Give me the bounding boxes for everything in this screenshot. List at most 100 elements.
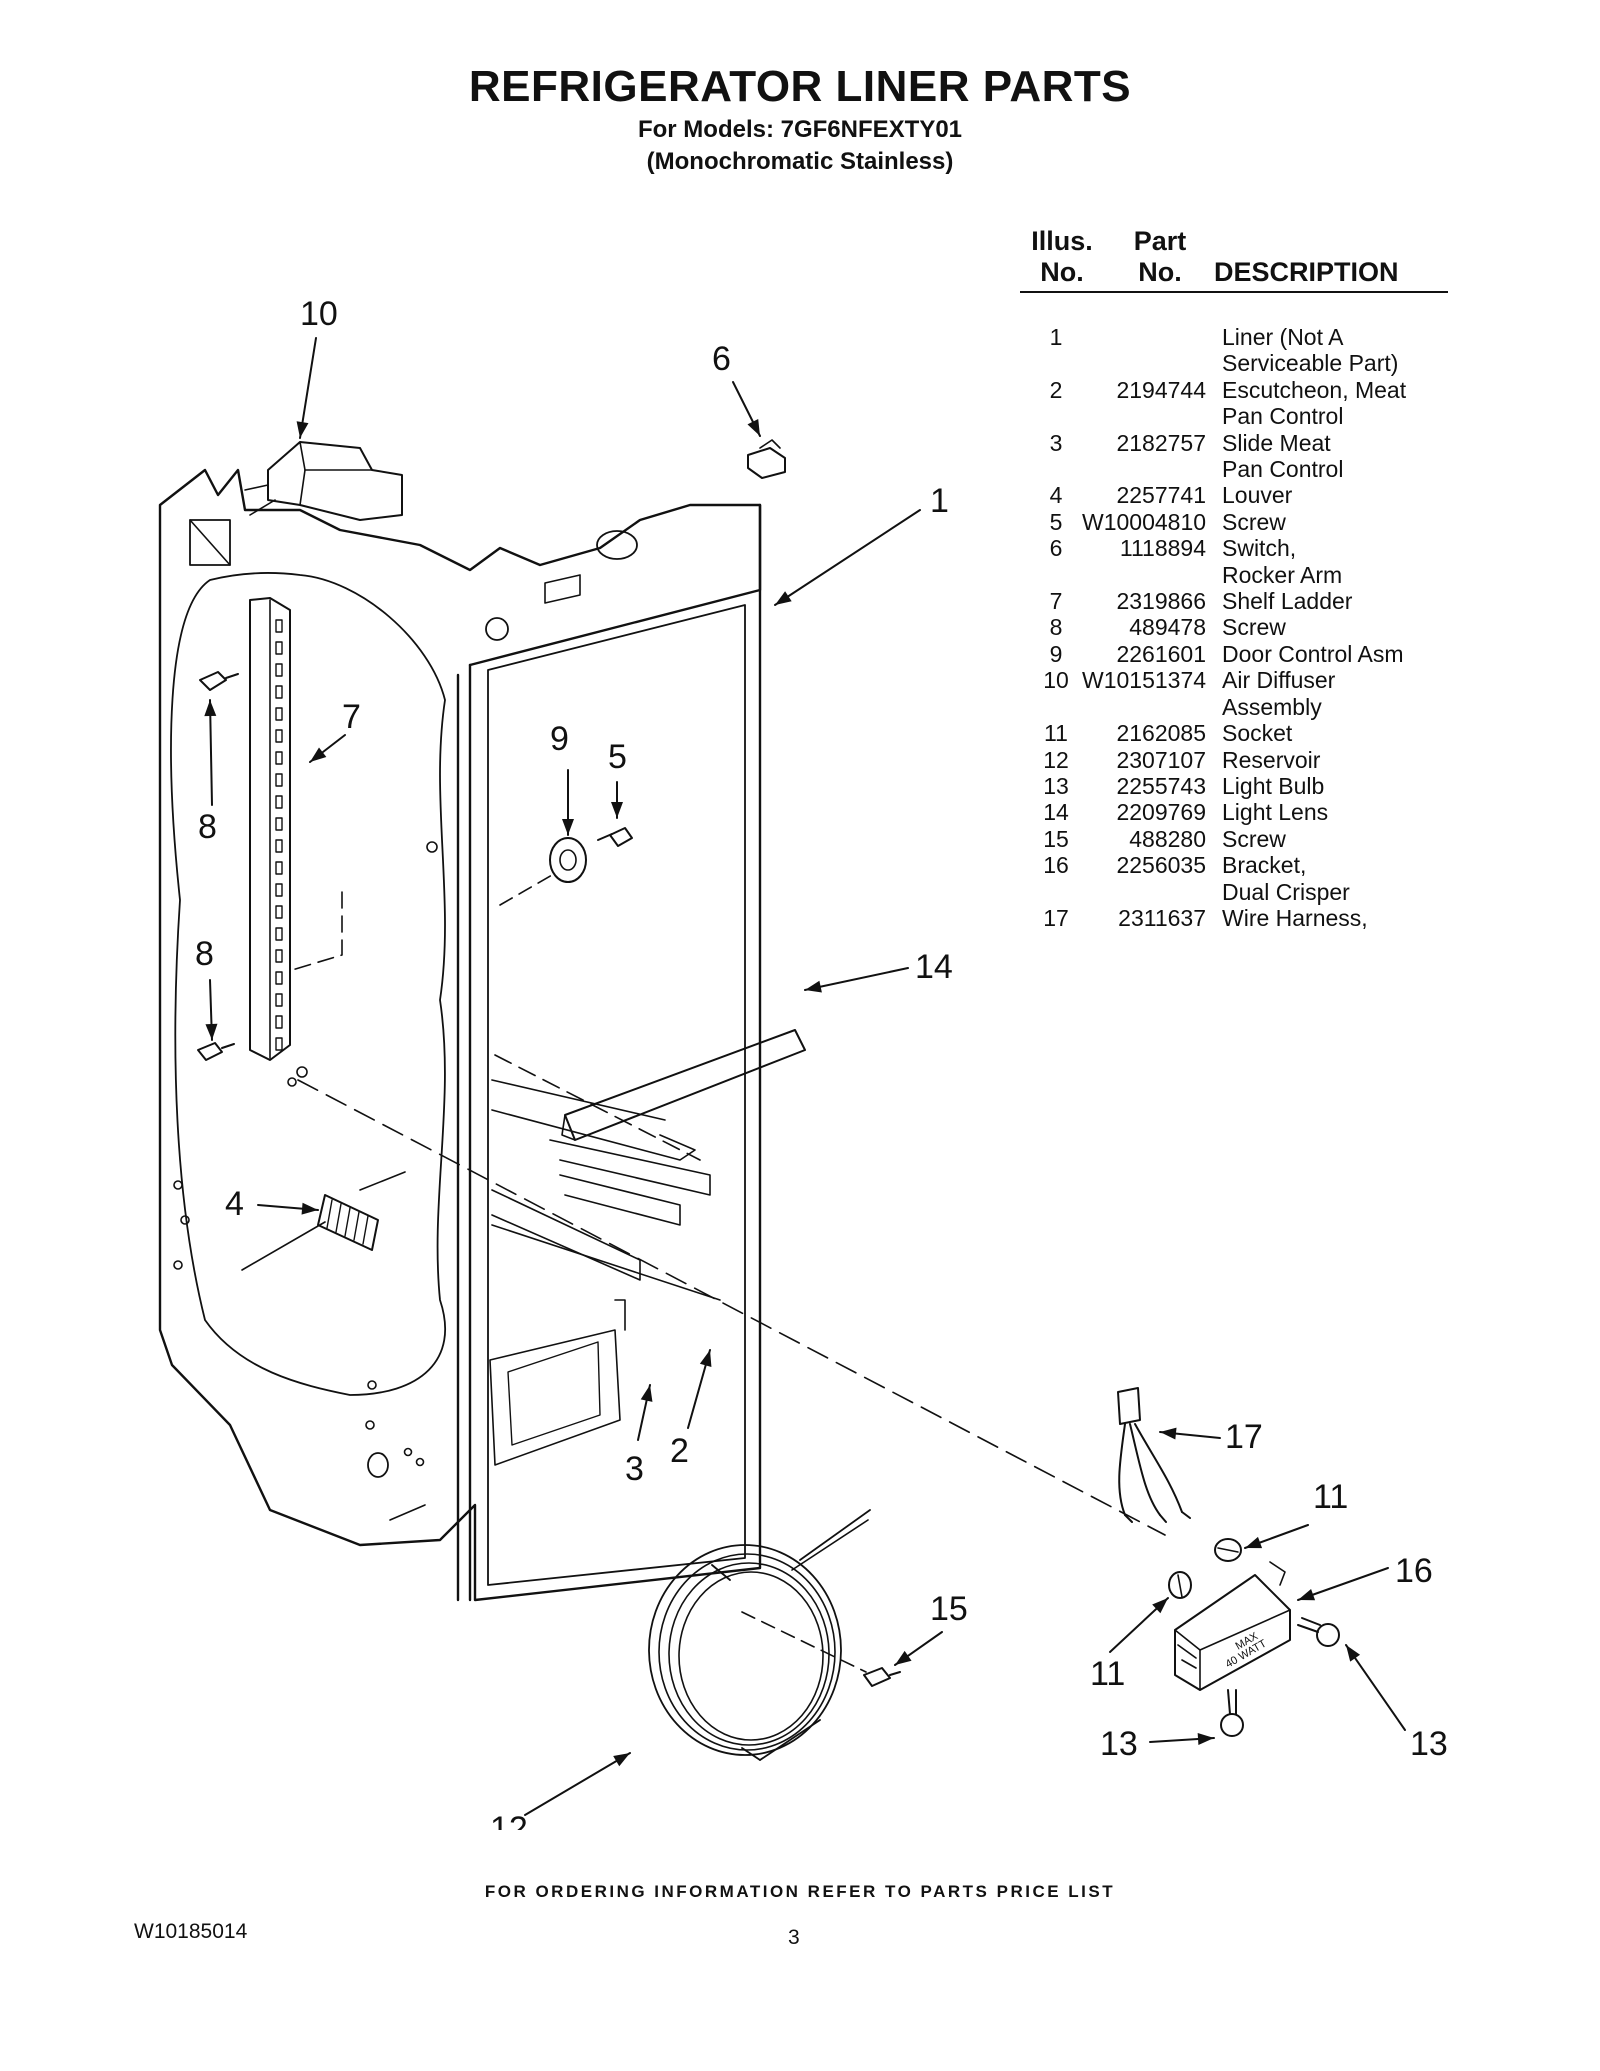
leader-arrowhead [301,1202,318,1215]
parts-table-row: Pan Control [1030,456,1470,482]
part-description: Wire Harness, [1222,904,1368,931]
ladder-slot [275,729,283,743]
callout-label: 11 [1090,1655,1125,1693]
leader-arrowhead [1197,1733,1214,1745]
part-number: 488280 [1129,825,1206,852]
illus-number: 7 [1049,588,1063,615]
illus-number: 13 [1043,772,1069,799]
ladder-slot [275,839,283,853]
page-number: 3 [788,1926,800,1949]
louver-slat [362,1215,369,1245]
assembly-guide-line [297,1079,1166,1536]
ladder-slot [275,1037,283,1051]
parts-table-row: Pan Control [1030,403,1470,429]
callout-label: 8 [195,935,214,973]
part-description: Socket [1222,720,1293,747]
part-description: Light Lens [1222,799,1329,826]
col-header-part-2: No. [1138,257,1182,287]
table-header-rule [1020,291,1448,293]
callout-label: 10 [300,295,338,333]
col-header-part-1: Part [1133,226,1187,256]
col-header-illus-1: Illus. [1031,226,1093,256]
part-description: Bracket, [1222,852,1307,879]
leader-line [774,509,921,606]
callout-label: 9 [550,720,569,758]
part-number: W10004810 [1082,508,1207,535]
part-description: Assembly [1222,693,1322,720]
document-number: W10185014 [134,1920,248,1943]
parts-table-row: Rocker Arm [1030,562,1470,588]
finish-subtitle: (Monochromatic Stainless) [646,148,954,175]
part-description: Pan Control [1222,403,1344,430]
illus-number: 5 [1049,508,1063,535]
liner-body [158,468,762,1602]
leader-arrowhead [296,421,309,438]
ladder-slot [275,905,283,919]
leader-line [1345,1644,1406,1731]
parts-table-row: 5 W10004810 Screw [1030,509,1470,535]
part-description: Louver [1222,482,1293,509]
callout-label: 13 [1100,1725,1138,1763]
door-control [499,837,587,906]
callout-label: 14 [915,948,953,986]
part-description: Dual Crisper [1222,878,1350,905]
callout-label: 3 [625,1450,644,1488]
illus-number: 9 [1049,640,1063,667]
ladder-slot [275,817,283,831]
ordering-note: FOR ORDERING INFORMATION REFER TO PARTS … [484,1882,1116,1901]
louver-slat [335,1203,342,1233]
part-description: Light Bulb [1222,772,1325,799]
callout-label: 7 [342,698,361,736]
ladder-slot [275,641,283,655]
ladder-slot [275,993,283,1007]
illus-number: 10 [1043,667,1069,694]
leader-arrowhead [310,747,327,762]
part-description: Slide Meat [1222,429,1331,456]
ladder-slot [275,1015,283,1029]
illus-number: 2 [1049,376,1063,403]
parts-table-row: Dual Crisper [1030,879,1470,905]
parts-table-row: 9 2261601 Door Control Asm [1030,641,1470,667]
ladder-slot [275,927,283,941]
part-number: 489478 [1129,614,1206,641]
callout-label: 16 [1395,1552,1433,1590]
part-description: Pan Control [1222,456,1344,483]
model-subtitle: For Models: 7GF6NFEXTY01 [637,116,963,143]
part-number: 2261601 [1116,640,1206,667]
callout-label: 13 [1410,1725,1448,1763]
ladder-slot [275,795,283,809]
part-description: Screw [1222,508,1286,535]
leader-arrowhead [1245,1536,1263,1549]
part-description: Door Control Asm [1222,640,1404,667]
parts-table-row: Assembly [1030,694,1470,720]
ladder-slot [275,971,283,985]
part-description: Screw [1222,825,1286,852]
callout-label: 12 [490,1810,528,1830]
socket-lower [1168,1571,1192,1599]
shelf-ladder [249,597,291,1061]
callout-label: 6 [712,340,731,378]
part-description: Switch, [1222,535,1297,562]
screw-5 [597,827,633,847]
ladder-slot [275,773,283,787]
ladder-slot [275,883,283,897]
col-header-illus-2: No. [1040,257,1084,287]
leader-arrowhead [699,1350,712,1368]
ladder-slot [275,707,283,721]
leader-line [209,699,213,806]
illus-number: 17 [1043,904,1069,931]
part-number: 2319866 [1116,588,1206,615]
leader-arrowhead [775,591,792,605]
louver [241,1171,406,1271]
light-bulb-lower [1220,1689,1244,1737]
part-number: 2307107 [1116,746,1206,773]
